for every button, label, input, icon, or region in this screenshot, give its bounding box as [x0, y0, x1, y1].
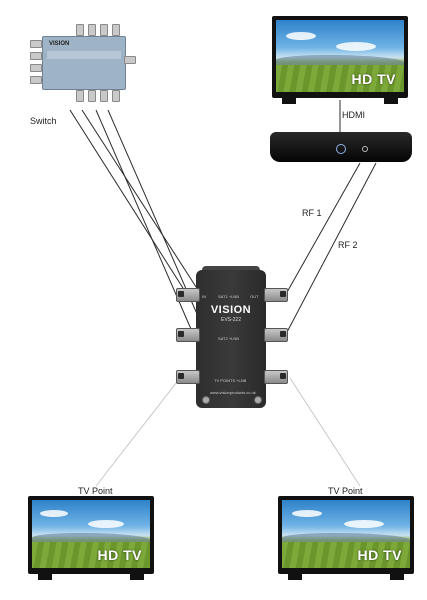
cable-rf2 [285, 162, 377, 335]
multiswitch: VISION [28, 20, 136, 104]
tv-point-right-label: TV Point [328, 486, 363, 496]
button-icon [362, 146, 368, 152]
connector-tv-point-2 [264, 370, 288, 384]
set-top-box [270, 132, 412, 162]
splitter-body [196, 270, 266, 408]
screw-icon [254, 396, 262, 404]
hdmi-label: HDMI [342, 110, 365, 120]
cable-switch-to-in1b [81, 109, 199, 291]
connector-tv-point-1 [176, 370, 200, 384]
multiswitch-brand: VISION [49, 41, 70, 47]
tv-screen: HD TV [32, 500, 150, 568]
switch-port [76, 90, 84, 102]
splitter-model: EVS-222 [220, 317, 241, 323]
switch-port [88, 90, 96, 102]
switch-port [76, 24, 84, 36]
rf2-label: RF 2 [338, 240, 358, 250]
splitter-sat1-label: SAT1 +LNB [218, 294, 239, 299]
screw-icon [202, 396, 210, 404]
multiswitch-body: VISION [42, 36, 126, 90]
tv-badge: HD TV [357, 547, 402, 563]
switch-port [112, 24, 120, 36]
cable-switch-to-in2 [95, 109, 195, 337]
vision-splitter: SAT1 +LNB IN OUT VISION EVS-222 SAT2 +LN… [196, 266, 266, 408]
tv-top: HD TV [272, 16, 408, 104]
tv-badge: HD TV [351, 71, 396, 87]
switch-port [30, 64, 42, 72]
switch-port [100, 24, 108, 36]
splitter-website: www.visionproducts.co.uk [210, 390, 256, 395]
connector-out1 [264, 288, 288, 302]
tv-bottom-right: HD TV [278, 496, 414, 580]
switch-port [30, 76, 42, 84]
splitter-out-label: OUT [250, 294, 259, 299]
splitter-sat2-label: SAT2 +LNB [218, 336, 239, 341]
tv-bottom-left: HD TV [28, 496, 154, 580]
switch-port [30, 40, 42, 48]
connector-out2 [264, 328, 288, 342]
switch-port [124, 56, 136, 64]
cable-tv-point-left [95, 377, 181, 487]
tv-screen: HD TV [276, 20, 404, 92]
switch-port [112, 90, 120, 102]
splitter-in-label: IN [202, 294, 206, 299]
switch-port [30, 52, 42, 60]
cable-rf1 [285, 162, 361, 295]
switch-port [100, 90, 108, 102]
switch-port [88, 24, 96, 36]
connector-in1 [176, 288, 200, 302]
splitter-tvpoints-label: TV POINTS +LNB [214, 378, 247, 383]
tv-screen: HD TV [282, 500, 410, 568]
splitter-brand: VISION [210, 304, 252, 316]
cable-switch-to-in1 [69, 109, 189, 297]
cable-tv-point-right [289, 377, 361, 487]
tv-point-left-label: TV Point [78, 486, 113, 496]
connector-in2 [176, 328, 200, 342]
switch-label: Switch [30, 116, 57, 126]
tv-badge: HD TV [97, 547, 142, 563]
rf1-label: RF 1 [302, 208, 322, 218]
power-icon [336, 144, 346, 154]
